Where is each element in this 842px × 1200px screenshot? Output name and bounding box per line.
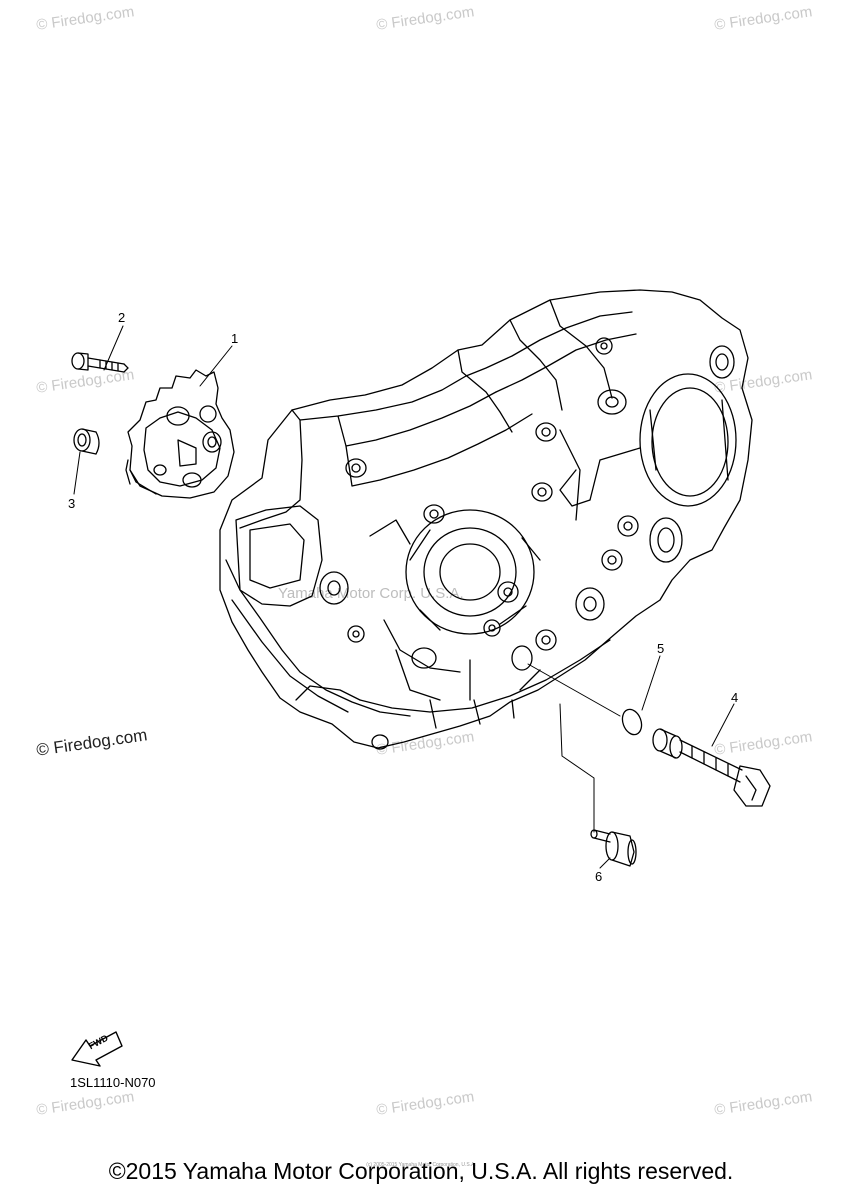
flange-bolt-drawing — [590, 829, 637, 867]
callout-5: 5 — [657, 641, 665, 656]
crankcase-drawing — [219, 289, 753, 750]
callout-2: 2 — [118, 310, 126, 325]
bolt-drawing — [71, 352, 129, 373]
copyright-notice: ©2015 Yamaha Motor Corporation, U.S.A. A… — [108, 1158, 734, 1184]
callout-1: 1 — [231, 331, 239, 346]
o-ring-drawing — [621, 708, 643, 736]
strainer-drawing — [652, 728, 771, 807]
fine-print: (c) 2005-2015 Yamaha Motor Corporation, … — [366, 1162, 476, 1168]
callout-3: 3 — [68, 496, 76, 511]
center-watermark: Yamaha Motor Corp. U.S.A. — [278, 585, 464, 602]
fwd-arrow-icon — [71, 1031, 123, 1067]
diagram-code: 1SL1110-N070 — [70, 1075, 156, 1090]
callout-6: 6 — [595, 869, 603, 884]
collar-drawing — [73, 428, 100, 455]
leader-lines — [73, 325, 735, 869]
oil-pump-drawing — [125, 369, 235, 499]
callout-4: 4 — [731, 690, 739, 705]
